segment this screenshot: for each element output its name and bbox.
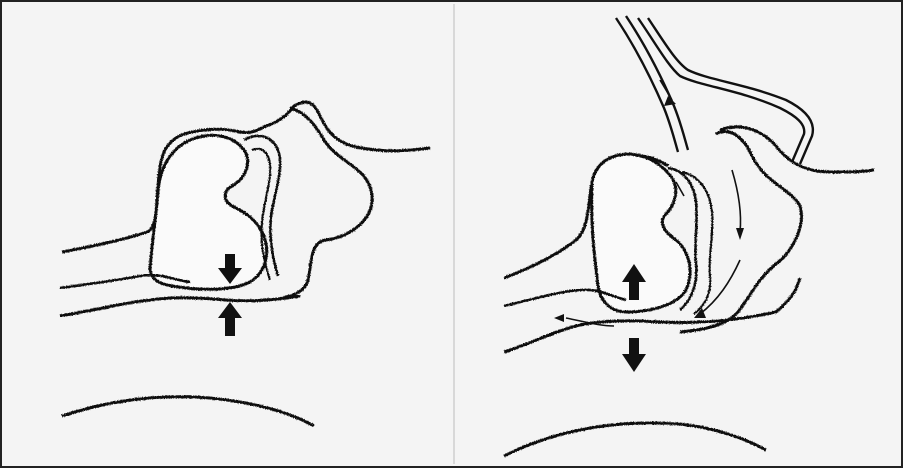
airway-diagram <box>0 0 903 468</box>
anatomy-figure <box>0 0 903 468</box>
